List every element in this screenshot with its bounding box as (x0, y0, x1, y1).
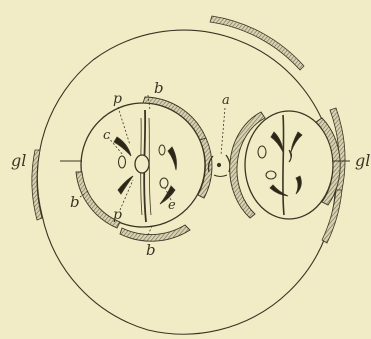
label-gl-right: gl (355, 151, 370, 170)
label-gl-left: gl (11, 151, 26, 170)
label-e: e (168, 198, 176, 213)
label-b-bottom: b (146, 241, 156, 259)
label-b-left: b (70, 193, 80, 211)
right-cell (230, 111, 340, 219)
label-a: a (222, 93, 230, 108)
label-p-top: p (113, 91, 122, 107)
label-c: c (103, 128, 111, 143)
label-b-top: b (154, 79, 164, 97)
label-p-bottom: p (113, 207, 122, 223)
left-cell (76, 97, 212, 241)
